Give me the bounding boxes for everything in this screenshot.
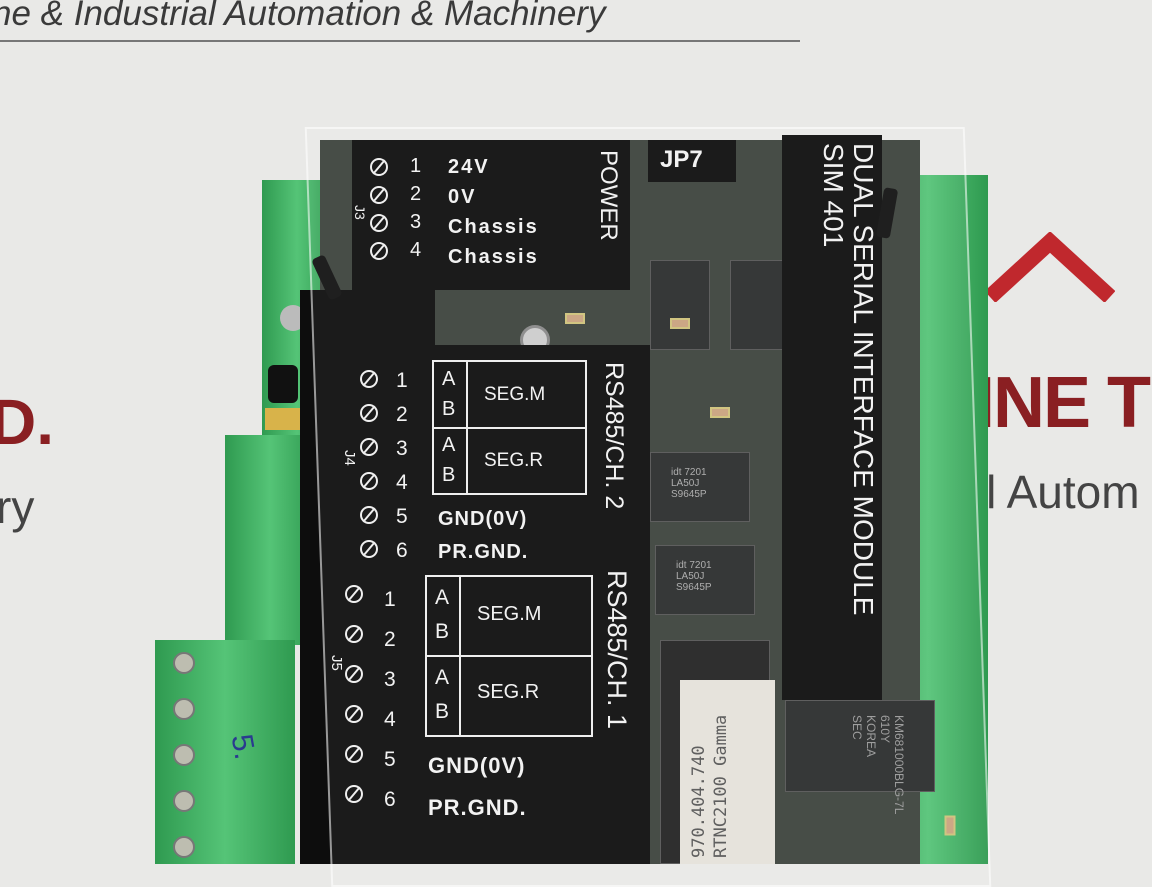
pin-number: 2 [384, 628, 396, 651]
wall-text-left: ry [0, 481, 35, 533]
pin-number: 6 [396, 539, 408, 562]
line-a: A [442, 368, 456, 390]
ch1-ground-labels: GND(0V) PR.GND. [428, 745, 527, 829]
j3-pin-numbers: 1 2 3 4 [410, 152, 421, 264]
pr-gnd-label: PR.GND. [428, 795, 527, 820]
pin-label: Chassis [448, 216, 539, 238]
chip-text: S9645P [676, 582, 712, 593]
pin-number: 4 [384, 708, 396, 731]
pin-number: 2 [410, 183, 422, 205]
pin-number: 2 [396, 403, 408, 426]
inductor [268, 365, 298, 403]
pin-number: 5 [384, 748, 396, 771]
ic-chip [650, 260, 710, 350]
chip-text: idt 7201 [671, 467, 707, 478]
rs485-label-panel [420, 345, 650, 864]
jumper-label: JP7 [660, 146, 703, 173]
wall-divider [0, 40, 800, 42]
module-title-panel: DUAL SERIAL INTERFACE MODULE SIM 401 [782, 135, 882, 700]
smd-component [565, 313, 585, 324]
pin-number: 1 [396, 369, 408, 392]
seg-r-label: SEG.R [477, 681, 540, 703]
pin-label: Chassis [448, 246, 539, 268]
pr-gnd-label: PR.GND. [438, 541, 529, 563]
pin-number: 4 [410, 239, 422, 261]
j4-pin-numbers: 1 2 3 4 5 6 [396, 364, 408, 568]
j4-screws [360, 370, 382, 570]
chip-text: S9645P [671, 489, 707, 500]
chip-text: idt 7201 [676, 560, 712, 571]
smd-component [710, 407, 730, 418]
line-a: A [435, 666, 450, 689]
seg-m-label: SEG.M [477, 603, 542, 625]
gnd-label: GND(0V) [428, 753, 526, 778]
j5-pin-numbers: 1 2 3 4 5 6 [384, 580, 396, 820]
seg-m-label: SEG.M [484, 384, 546, 405]
pin-number: 6 [384, 788, 396, 811]
wall-banner-text: ne & Industrial Automation & Machinery [0, 0, 606, 33]
jp7-label-box: JP7 [648, 140, 736, 182]
terminal-block-j5: 5. [155, 640, 295, 864]
tantalum-capacitor [265, 408, 303, 430]
chip-text: LA50J [671, 478, 700, 489]
line-a: A [435, 586, 450, 609]
ic-chip [730, 260, 790, 350]
red-chevron-logo-icon [985, 232, 1115, 302]
handwritten-mark: 5. [224, 731, 262, 763]
pin-number: 5 [396, 505, 408, 528]
gnd-label: GND(0V) [438, 508, 528, 530]
smd-component [670, 318, 690, 329]
line-b: B [442, 398, 456, 420]
line-b: B [442, 464, 456, 486]
line-b: B [435, 700, 450, 723]
sram-chip: KM681000BLG-7L 610Y KOREA SEC [785, 700, 935, 814]
pin-number: 1 [384, 588, 396, 611]
label-sticker: 970.404.740 RTNC2100 Gamma [680, 680, 775, 864]
wall-logo-text-left: D. [0, 386, 54, 458]
j5-screws [345, 585, 367, 815]
line-a: A [442, 434, 456, 456]
chip-text: LA50J [676, 571, 705, 582]
acrylic-cover [304, 127, 992, 887]
j3-screws [370, 158, 392, 268]
pin-label: 0V [448, 186, 477, 208]
pin-number: 4 [396, 471, 408, 494]
pin-number: 3 [396, 437, 408, 460]
power-label-panel [352, 140, 630, 290]
pin-number: 3 [384, 668, 396, 691]
pin-number: 3 [410, 211, 422, 233]
pin-number: 1 [410, 155, 422, 177]
ch2-ground-labels: GND(0V) PR.GND. [438, 503, 528, 569]
pin-label: 24V [448, 156, 490, 178]
seg-r-label: SEG.R [484, 450, 544, 471]
line-b: B [435, 620, 450, 643]
